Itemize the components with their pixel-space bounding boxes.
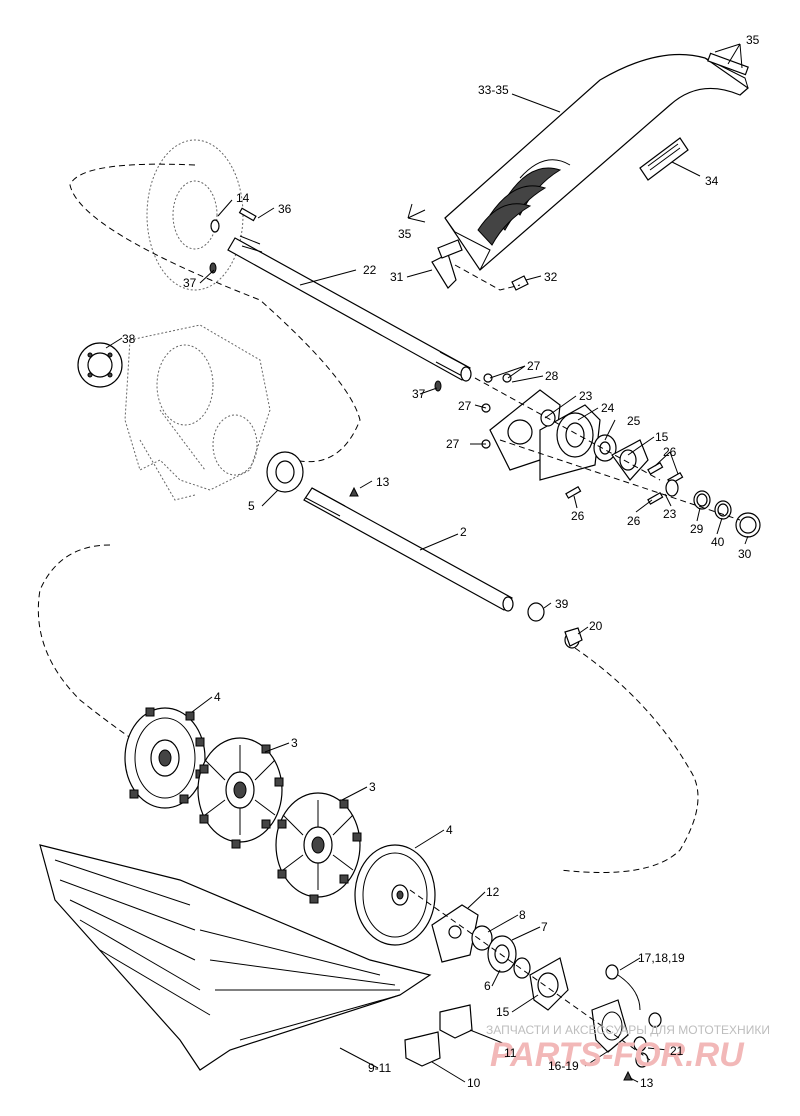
callout-4: 4 xyxy=(214,690,221,704)
watermark-logo: PARTS-FOR.RU xyxy=(490,1036,745,1074)
callout-labels: 35 33-35 34 14 36 35 22 31 32 37 38 27 2… xyxy=(122,33,760,1090)
callout-15-lower: 15 xyxy=(496,1005,510,1019)
callout-28: 28 xyxy=(545,369,559,383)
callout-35-lower: 35 xyxy=(398,227,412,241)
track-belt xyxy=(39,844,432,1071)
track-path xyxy=(37,544,699,873)
slider-11 xyxy=(439,1004,473,1039)
callout-27: 27 xyxy=(527,359,541,373)
callout-23-right: 23 xyxy=(663,507,677,521)
callout-20: 20 xyxy=(589,619,603,633)
upper-drive-shaft xyxy=(227,235,472,382)
drive-axle xyxy=(303,487,514,612)
callout-40: 40 xyxy=(711,535,725,549)
callout-27-mid: 27 xyxy=(458,399,472,413)
watermark: ЗАПЧАСТИ И АКСЕССУАРЫ ДЛЯ МОТОТЕХНИКИ PA… xyxy=(486,1023,770,1074)
callout-23: 23 xyxy=(579,389,593,403)
callout-11: 11 xyxy=(504,1046,517,1060)
callout-25: 25 xyxy=(627,414,641,428)
callout-10: 10 xyxy=(467,1076,481,1090)
callout-34: 34 xyxy=(705,174,719,188)
callout-12: 12 xyxy=(486,885,500,899)
sprocket-3-first xyxy=(197,737,284,849)
callout-37: 37 xyxy=(183,276,197,290)
callout-26-left: 26 xyxy=(571,509,585,523)
callout-24: 24 xyxy=(601,401,615,415)
callout-26-right: 26 xyxy=(627,514,641,528)
callout-7: 7 xyxy=(541,920,548,934)
callout-14: 14 xyxy=(236,191,250,205)
callout-13-lower: 13 xyxy=(640,1076,654,1090)
grease-drops xyxy=(349,486,633,1081)
callout-30: 30 xyxy=(738,547,752,561)
watermark-tagline: ЗАПЧАСТИ И АКСЕССУАРЫ ДЛЯ МОТОТЕХНИКИ xyxy=(486,1023,770,1037)
callout-32: 32 xyxy=(544,270,558,284)
callout-36: 36 xyxy=(278,202,292,216)
callout-3: 3 xyxy=(291,736,298,750)
callout-6: 6 xyxy=(484,979,491,993)
callout-13: 13 xyxy=(376,475,390,489)
bushing-39 xyxy=(527,602,545,622)
callout-39: 39 xyxy=(555,597,569,611)
washers-29-40-30 xyxy=(665,479,761,538)
leader-lines xyxy=(105,43,749,1083)
rivet xyxy=(511,275,529,291)
callout-21: 21 xyxy=(670,1044,684,1058)
callout-8: 8 xyxy=(519,908,526,922)
right-guide-line xyxy=(409,889,651,1061)
callout-3-second: 3 xyxy=(369,780,376,794)
sprocket-3-second xyxy=(275,792,362,904)
callout-37-lower: 37 xyxy=(412,387,426,401)
key-36 xyxy=(238,207,257,222)
cover-clip xyxy=(431,239,463,289)
bolt-20 xyxy=(564,627,583,649)
callout-4-right: 4 xyxy=(446,823,453,837)
callout-31: 31 xyxy=(390,270,404,284)
callout-16-19: 16-19 xyxy=(548,1059,579,1073)
slider-10 xyxy=(404,1031,441,1067)
callout-38: 38 xyxy=(122,332,136,346)
callout-27-low: 27 xyxy=(446,437,460,451)
plate-guide-lines xyxy=(474,377,741,521)
callout-29: 29 xyxy=(690,522,704,536)
chaincase-cover xyxy=(444,52,749,271)
callout-35: 35 xyxy=(746,33,760,47)
callout-22: 22 xyxy=(363,263,377,277)
pulley-ghost xyxy=(69,139,361,463)
seal-5 xyxy=(266,451,304,493)
callout-33-35: 33-35 xyxy=(478,83,509,97)
callout-5: 5 xyxy=(248,499,255,513)
bearing-38 xyxy=(77,342,123,388)
callout-26: 26 xyxy=(663,445,677,459)
callout-9-11: 9-11 xyxy=(368,1061,391,1075)
sprocket-4-left xyxy=(124,707,206,809)
cover-guide-line xyxy=(454,264,521,291)
callout-2: 2 xyxy=(460,525,467,539)
chaincase-housing xyxy=(124,324,271,501)
warning-decal xyxy=(639,137,689,181)
callout-17-18-19: 17,18,19 xyxy=(638,951,685,965)
sprocket-4-right xyxy=(354,844,436,946)
bearing-plate-group xyxy=(481,373,684,505)
callout-15: 15 xyxy=(655,430,669,444)
